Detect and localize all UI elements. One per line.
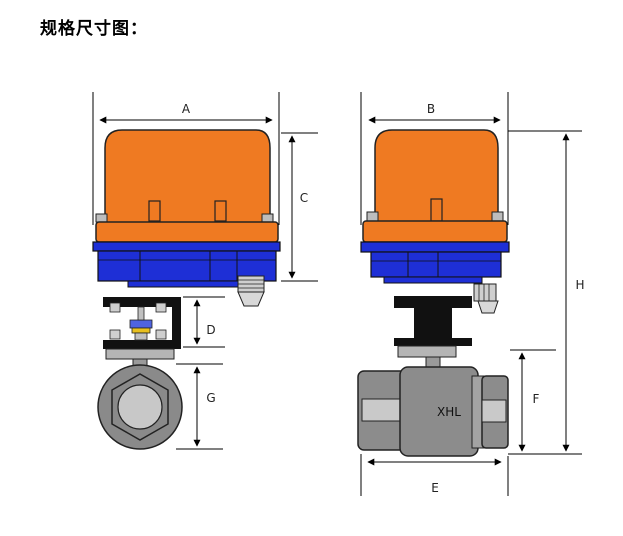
dimension-label-h: H [575,278,584,292]
valve-body-side [357,366,509,457]
dimension-label-g: G [206,391,215,405]
front-view-assembly [92,129,281,450]
dimension-label-a: A [182,102,191,116]
cable-gland-side [473,283,499,314]
dimension-lines-front [92,92,318,450]
dimension-label-c: C [300,191,308,205]
dimension-label-e: E [431,481,439,495]
page-title: 规格尺寸图： [40,19,148,39]
dimension-label-b: B [427,102,435,116]
cable-gland-front [237,275,265,307]
valve-stem-side [397,345,457,368]
mounting-bracket-side [394,296,472,346]
actuator-cover-side [362,129,508,243]
actuator-base-side [360,241,510,284]
valve-body-end-view [97,348,183,450]
mounting-bracket-front [103,297,181,349]
actuator-cover-front [95,129,279,243]
dimension-label-d: D [206,323,215,337]
valve-body-marking: XHL [437,405,461,419]
dimension-label-f: F [533,392,540,406]
side-view-assembly [357,129,510,457]
dimension-lines-side [360,92,582,496]
